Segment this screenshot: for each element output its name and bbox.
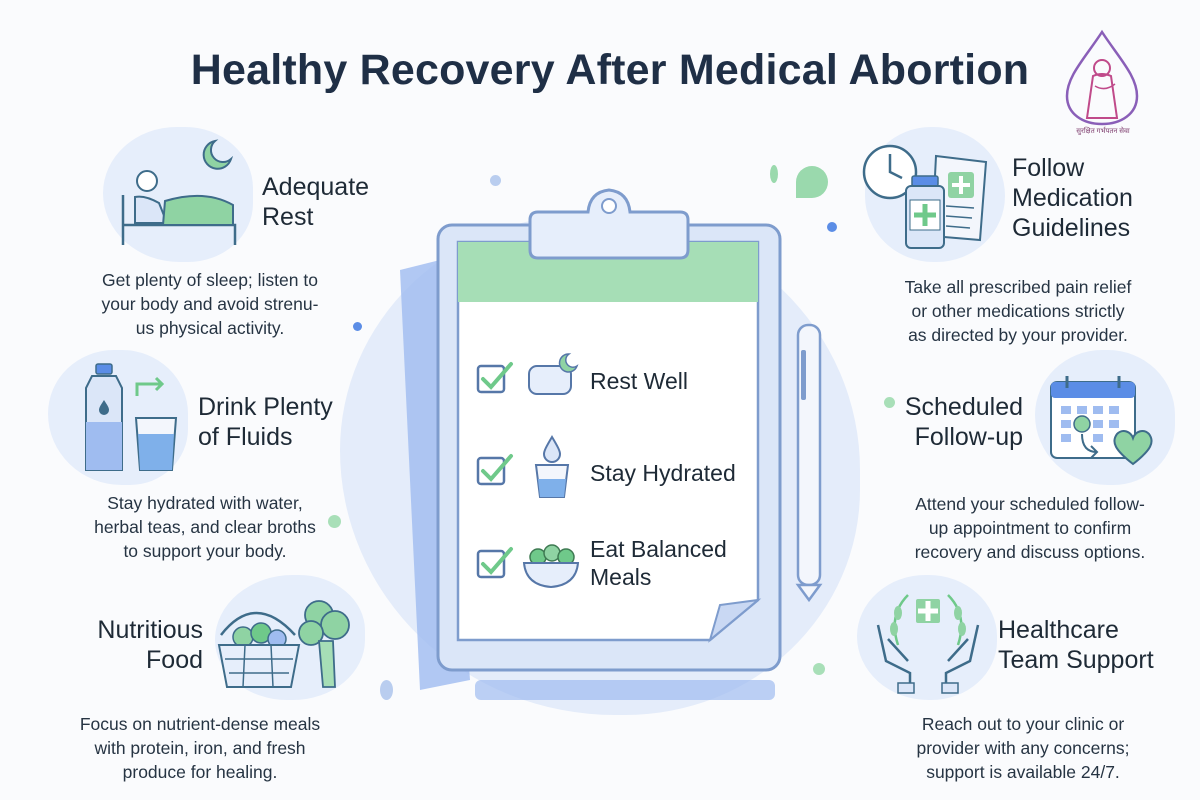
woman-in-drop-icon bbox=[1065, 29, 1139, 126]
resting-person-moon-icon bbox=[121, 139, 237, 245]
decor-dot bbox=[827, 222, 837, 232]
clipboard-illustration bbox=[400, 188, 823, 700]
caring-hands-cross-icon bbox=[876, 594, 980, 694]
decor-dot bbox=[490, 175, 501, 186]
card-description: Get plenty of sleep; listen to your body… bbox=[101, 270, 319, 338]
card-heading: Follow Medication Guidelines bbox=[1012, 154, 1133, 242]
rest-card-backdrop bbox=[103, 127, 253, 262]
logo-caption: सुरक्षित गर्भपतन सेवा bbox=[1076, 128, 1130, 135]
checklist-item-label: Eat Balanced Meals bbox=[590, 536, 727, 590]
checklist-item-label: Stay Hydrated bbox=[590, 460, 736, 486]
checkbox-checked-icon[interactable] bbox=[475, 545, 515, 581]
card-heading: Nutritious Food bbox=[97, 616, 203, 674]
decor-dot bbox=[884, 397, 895, 408]
water-glass-drop-icon bbox=[534, 435, 570, 498]
water-bottle-glass-icon bbox=[85, 363, 178, 471]
decor-dot bbox=[353, 322, 362, 331]
card-description: Take all prescribed pain relief or other… bbox=[904, 277, 1132, 345]
salad-bowl-icon bbox=[522, 544, 580, 589]
card-description: Attend your scheduled follow- up appoint… bbox=[914, 494, 1146, 562]
card-heading: Adequate Rest bbox=[262, 173, 370, 231]
decor-dot bbox=[796, 166, 828, 198]
page-title: Healthy Recovery After Medical Abortion bbox=[190, 46, 1030, 94]
card-heading: Drink Plenty of Fluids bbox=[198, 393, 333, 451]
card-description: Reach out to your clinic or provider wit… bbox=[916, 714, 1130, 782]
checklist-item-label: Rest Well bbox=[590, 368, 688, 394]
clock-medicine-bottle-icon bbox=[862, 144, 988, 249]
card-heading: Healthcare Team Support bbox=[998, 616, 1154, 674]
pillow-moon-icon bbox=[528, 353, 579, 395]
calendar-heart-icon bbox=[1050, 376, 1153, 466]
decor-dot bbox=[380, 680, 393, 700]
checkbox-checked-icon[interactable] bbox=[475, 452, 515, 488]
decor-dot bbox=[770, 165, 778, 183]
decor-dot bbox=[328, 515, 341, 528]
decor-dot bbox=[813, 663, 825, 675]
card-heading: Scheduled Follow-up bbox=[904, 393, 1023, 451]
fruit-basket-broccoli-icon bbox=[217, 600, 350, 688]
card-description: Focus on nutrient-dense meals with prote… bbox=[79, 714, 321, 782]
card-description: Stay hydrated with water, herbal teas, a… bbox=[94, 493, 316, 561]
checkbox-checked-icon[interactable] bbox=[475, 360, 515, 396]
